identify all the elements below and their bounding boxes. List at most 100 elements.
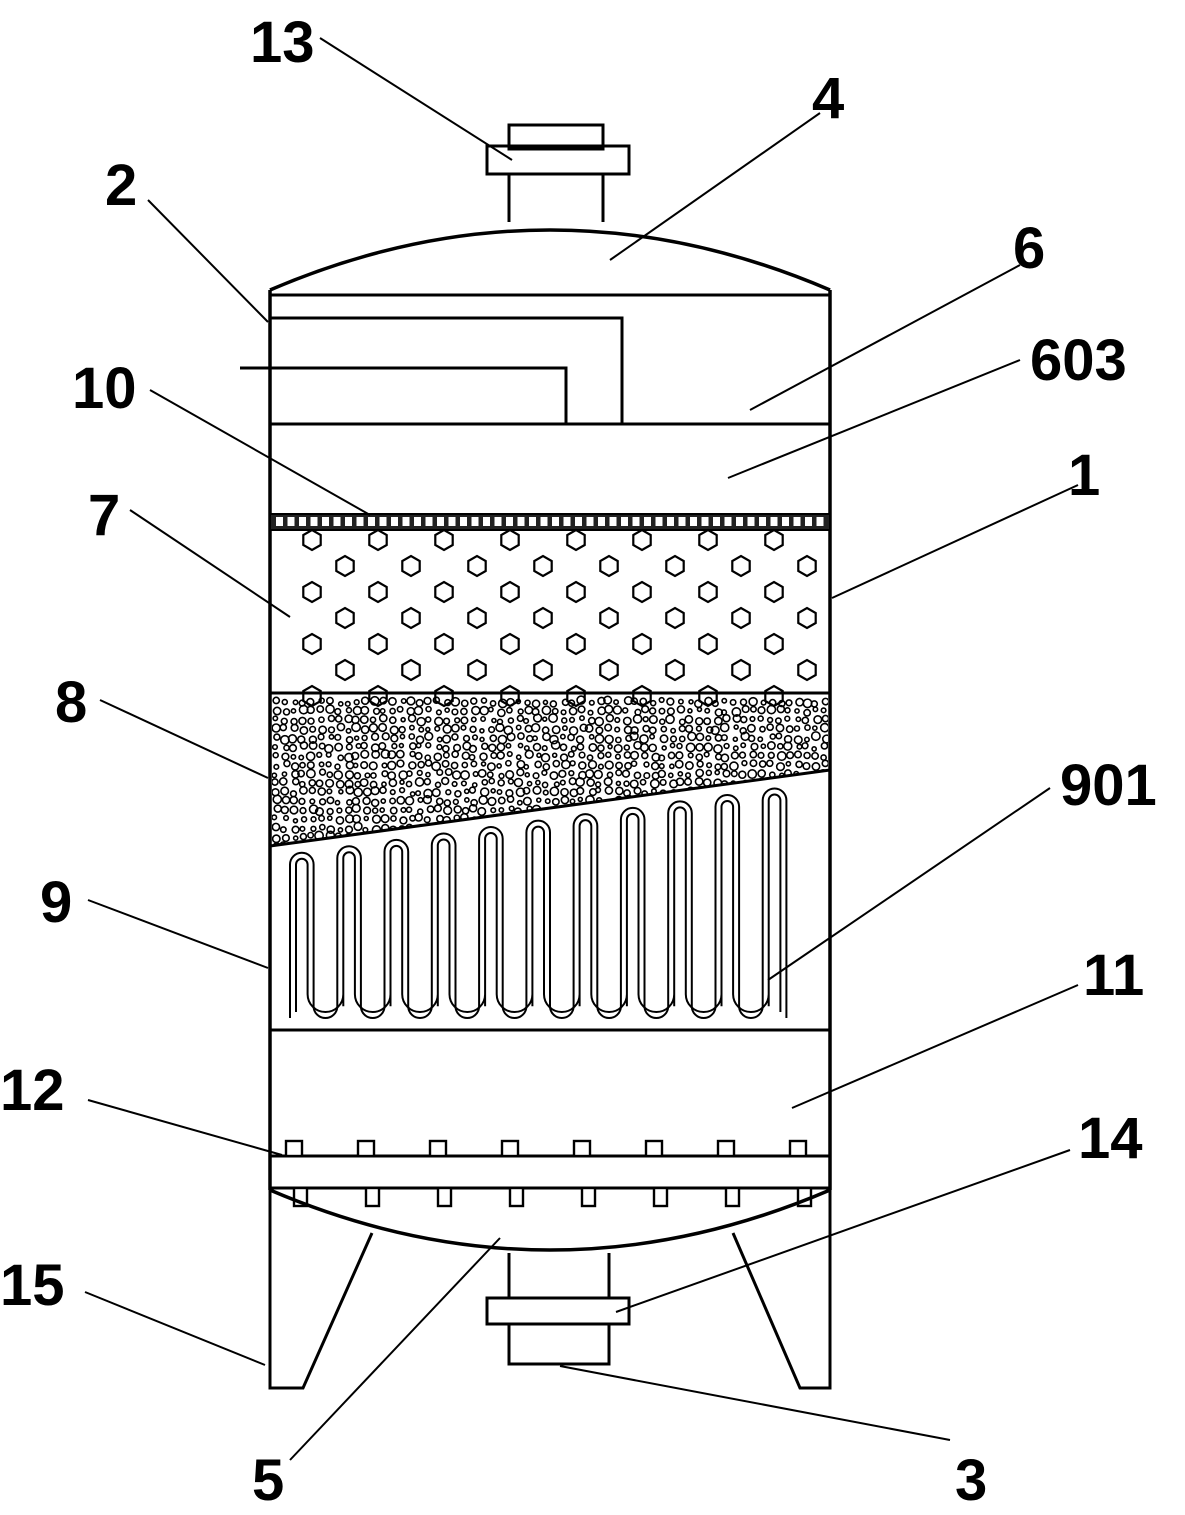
granule	[431, 788, 441, 798]
granule	[462, 833, 472, 843]
granule	[540, 752, 551, 763]
granule	[604, 786, 614, 795]
granule	[683, 777, 693, 786]
granule	[470, 760, 478, 768]
nozzle-top	[716, 1139, 736, 1158]
granule	[820, 826, 827, 833]
granule	[811, 725, 818, 731]
granule	[424, 731, 434, 741]
packing-hexagon	[368, 684, 388, 708]
granule	[551, 797, 560, 806]
granule	[767, 805, 778, 816]
granule	[371, 831, 382, 841]
granule	[462, 843, 470, 846]
granule	[344, 700, 351, 707]
label-2: 2	[105, 153, 137, 218]
granule	[287, 734, 298, 744]
plate-hole	[471, 517, 479, 526]
granule	[552, 815, 560, 823]
granule	[759, 725, 766, 733]
granule	[724, 787, 732, 796]
granule	[729, 698, 737, 706]
granule	[522, 786, 531, 795]
granule	[604, 760, 614, 770]
granule	[757, 751, 765, 759]
granule	[632, 714, 643, 724]
granule	[460, 780, 468, 787]
granule	[749, 750, 758, 759]
granule	[441, 734, 452, 744]
granule	[551, 725, 561, 735]
granule	[684, 714, 694, 724]
plate-hole	[494, 517, 502, 526]
granule	[299, 761, 306, 769]
granule	[461, 825, 468, 832]
granule	[353, 821, 363, 832]
granule	[517, 732, 525, 740]
plate-hole	[793, 517, 801, 526]
granule	[345, 743, 353, 751]
granule	[722, 769, 731, 778]
granule	[795, 835, 803, 842]
label-901: 901	[1060, 753, 1157, 818]
packing-hexagon	[467, 658, 487, 682]
granule	[515, 844, 522, 846]
granule	[747, 734, 756, 743]
granule	[593, 769, 604, 780]
granule	[660, 807, 668, 814]
plate-hole	[299, 517, 306, 526]
granule	[325, 751, 332, 758]
granule	[802, 698, 813, 709]
granule	[414, 790, 422, 797]
granule	[559, 733, 566, 740]
granule	[489, 734, 498, 743]
granule	[451, 750, 460, 759]
granule	[639, 734, 649, 744]
granule	[535, 797, 542, 803]
tank-shell	[268, 290, 832, 1190]
granule	[508, 805, 515, 812]
granule	[414, 777, 425, 787]
granule	[659, 795, 667, 803]
granule	[444, 768, 453, 777]
granule	[811, 751, 820, 760]
granule	[306, 705, 315, 715]
packing-hexagon	[599, 554, 619, 578]
packing-hexagon	[566, 684, 586, 708]
granule	[741, 704, 750, 714]
plate-hole	[287, 517, 295, 526]
granule	[336, 722, 346, 732]
granule	[768, 833, 777, 842]
granule	[649, 823, 656, 830]
plate-hole	[460, 517, 467, 526]
granule	[814, 799, 821, 806]
granule	[786, 780, 795, 789]
label-12: 12	[0, 1058, 65, 1123]
granule	[714, 788, 720, 795]
granule	[368, 723, 379, 733]
granule	[585, 824, 595, 835]
granule	[470, 798, 479, 807]
granule	[468, 753, 476, 761]
nozzle-top	[500, 1139, 520, 1158]
granule	[542, 699, 549, 706]
granule	[695, 742, 705, 752]
granule	[283, 744, 290, 752]
granule	[751, 781, 759, 788]
granule	[324, 778, 335, 788]
granule	[496, 751, 505, 760]
granule	[676, 742, 683, 750]
granule	[813, 715, 823, 725]
granule	[819, 803, 828, 813]
granule	[400, 716, 406, 723]
granule	[325, 761, 332, 768]
plate-hole	[782, 517, 789, 526]
granule	[318, 716, 325, 724]
granule	[576, 742, 585, 751]
packing-hexagon	[764, 684, 784, 708]
granule	[415, 698, 424, 708]
granule	[335, 779, 345, 789]
granule	[460, 770, 471, 781]
granule	[380, 798, 387, 804]
